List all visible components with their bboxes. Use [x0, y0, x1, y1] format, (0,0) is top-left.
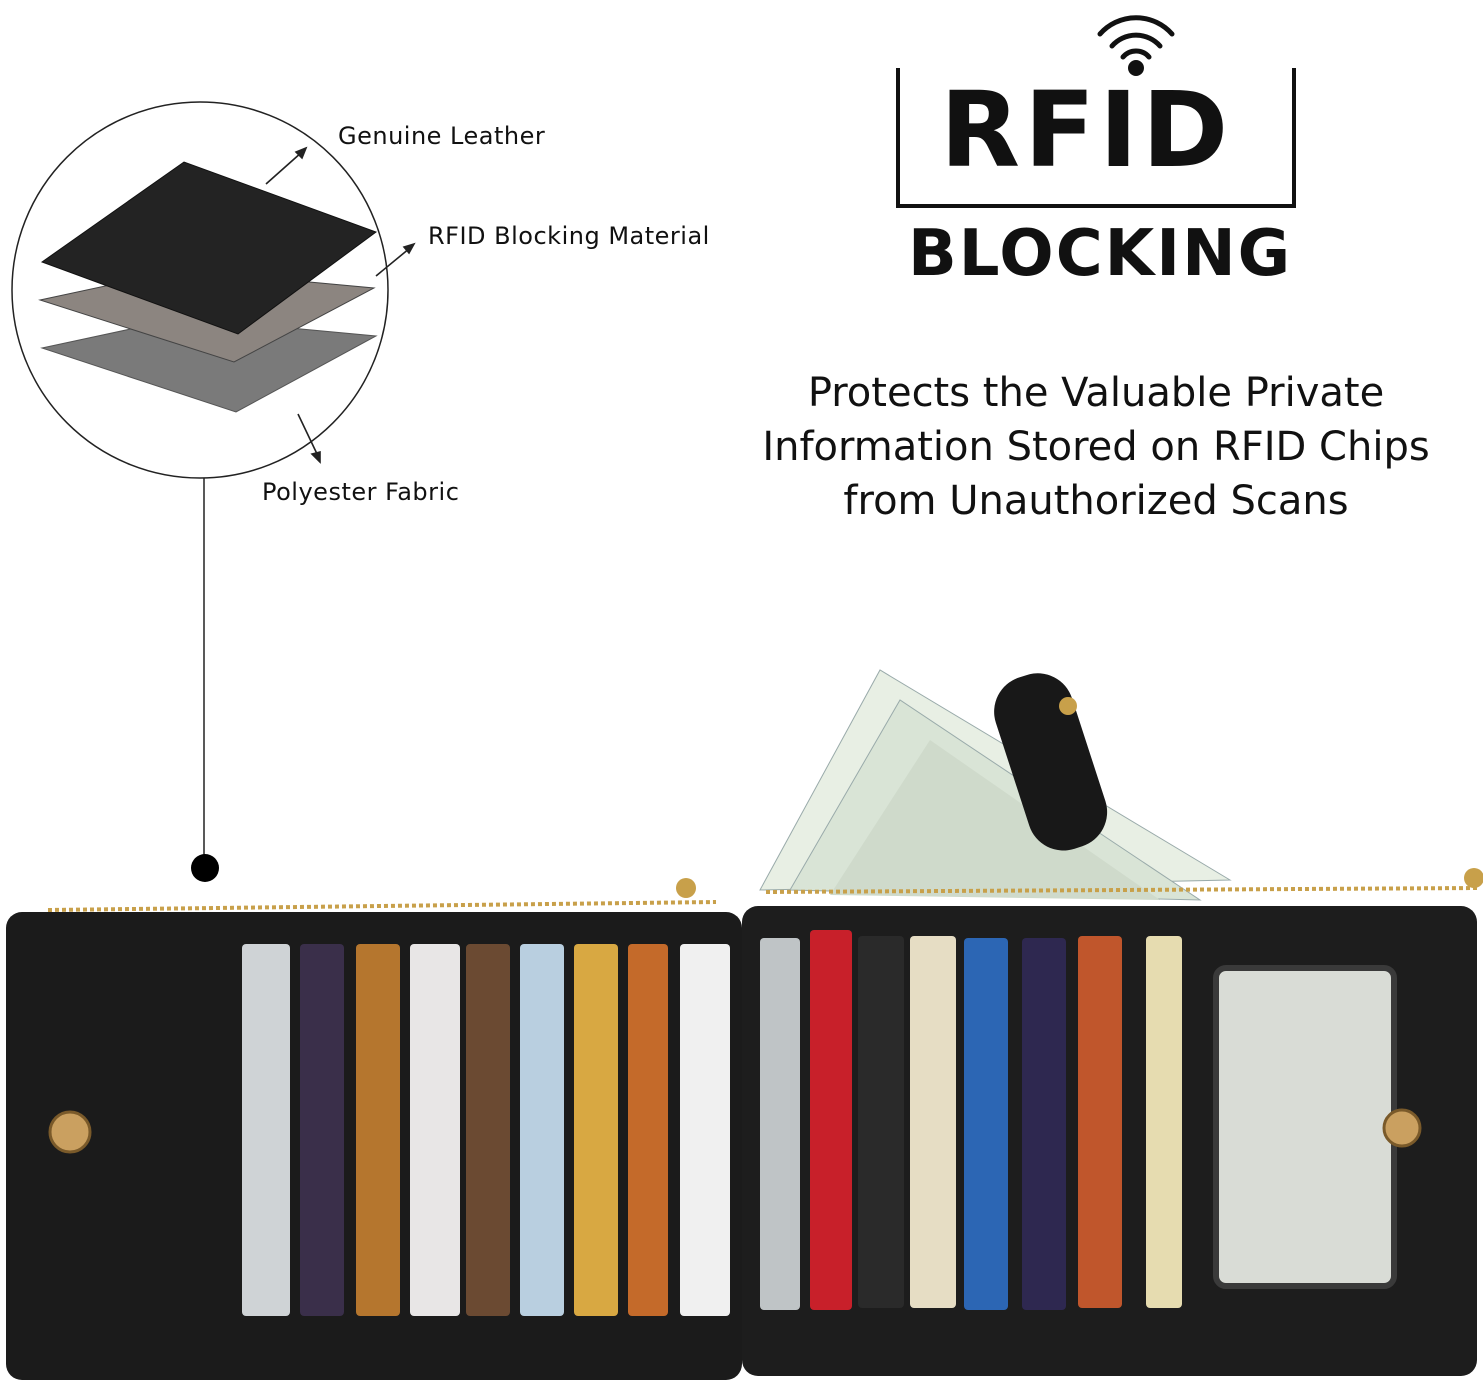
- leather-layer: [40, 161, 378, 335]
- label-rfid-material: RFID Blocking Material: [428, 222, 710, 250]
- tagline-line-3: from Unauthorized Scans: [843, 478, 1349, 524]
- tagline: Protects the Valuable Private Informatio…: [716, 366, 1476, 528]
- label-polyester: Polyester Fabric: [262, 478, 460, 506]
- left-zipper: [47, 900, 717, 912]
- label-genuine-leather: Genuine Leather: [338, 122, 546, 150]
- callout-dot: [191, 854, 219, 882]
- arrow-rfid: [375, 247, 411, 277]
- badge-title: RFID: [940, 69, 1233, 191]
- right-cards: [760, 930, 1182, 1310]
- material-layers-diagram: [11, 101, 416, 882]
- left-snap-button: [48, 1110, 92, 1154]
- open-wallet-image: [6, 669, 1483, 1380]
- snap-strap: [994, 673, 1108, 851]
- right-snap-button: [1382, 1108, 1422, 1148]
- rfid-badge-frame: [896, 68, 1296, 208]
- badge-subtitle: BLOCKING: [908, 217, 1293, 291]
- zoom-circle: [11, 101, 389, 479]
- arrow-polyester: [297, 413, 319, 457]
- tagline-line-2: Information Stored on RFID Chips: [762, 424, 1430, 470]
- cash-bills: [759, 669, 1232, 901]
- arrow-leather: [265, 151, 303, 185]
- left-cards: [242, 944, 730, 1316]
- id-window: [1213, 965, 1397, 1289]
- wifi-signal-icon: [1097, 15, 1175, 76]
- tagline-line-1: Protects the Valuable Private: [807, 370, 1385, 416]
